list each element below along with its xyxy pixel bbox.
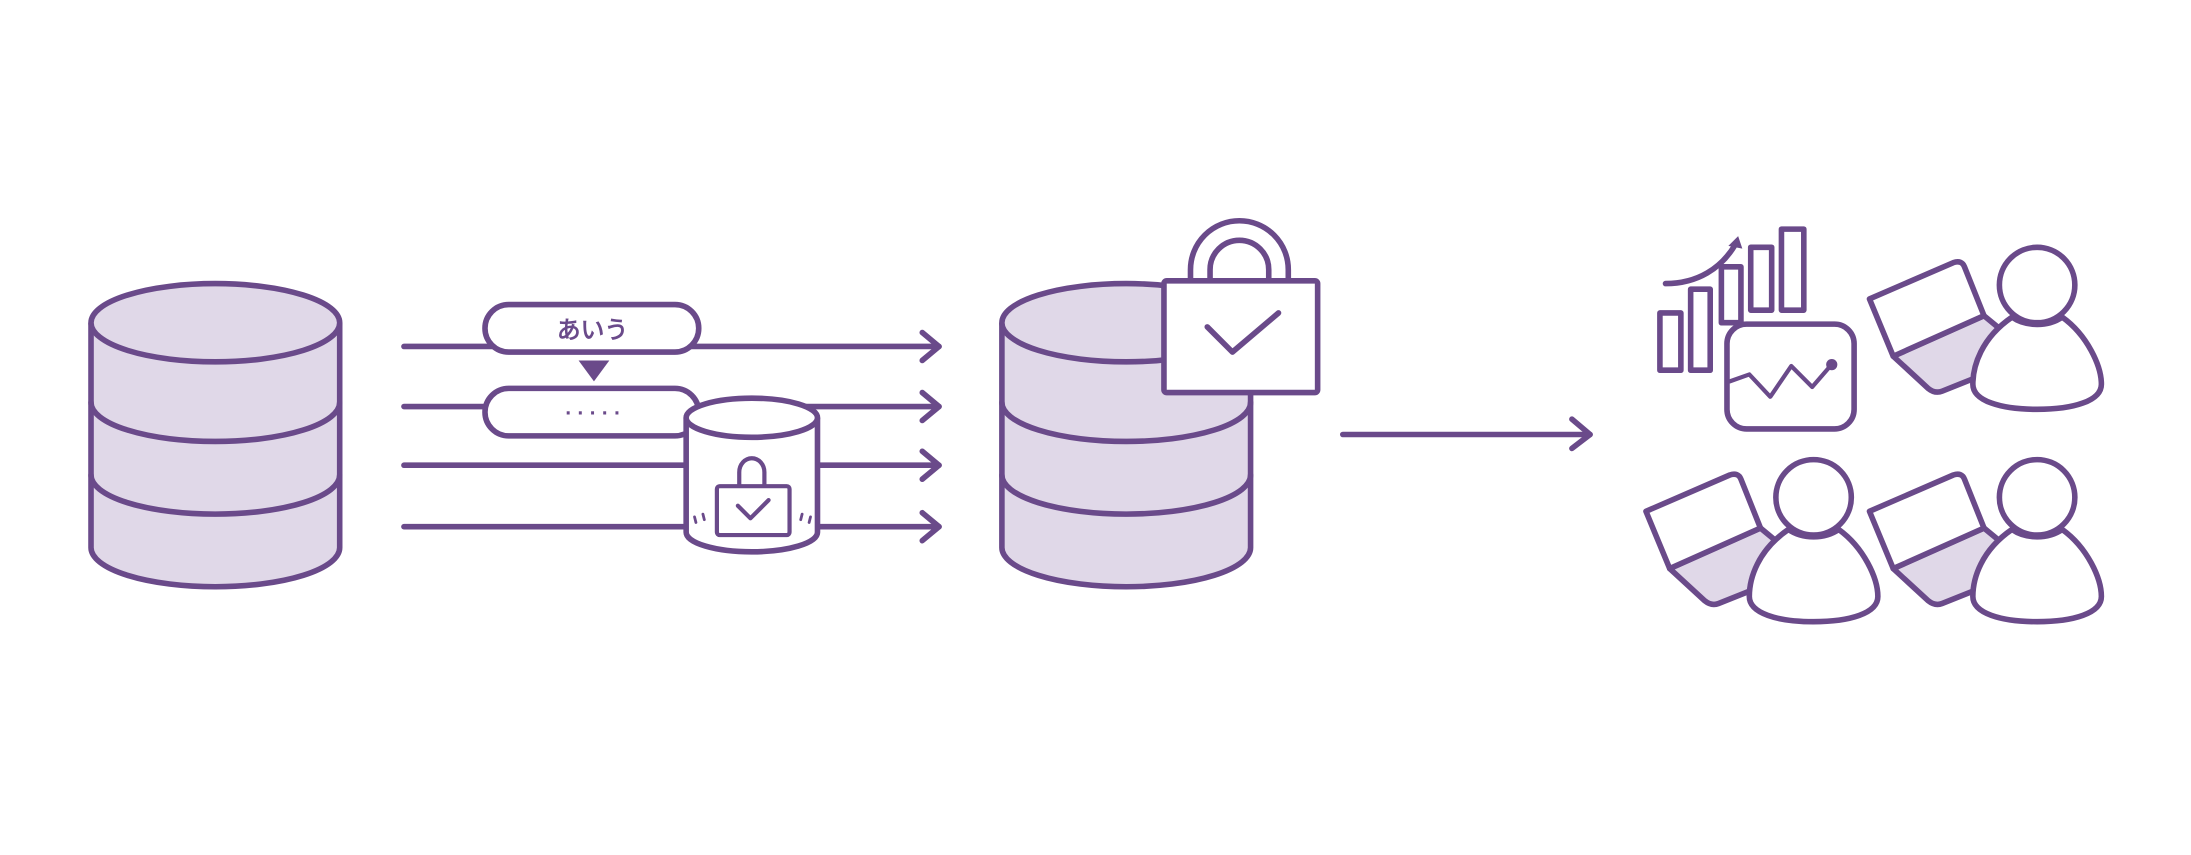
user-laptop-icon xyxy=(1646,460,1878,622)
original-value-label: あいう xyxy=(557,316,628,344)
output-arrow xyxy=(1339,416,1593,452)
lock-check-icon xyxy=(1161,218,1321,396)
down-triangle-icon xyxy=(578,360,610,382)
analytics-icon xyxy=(1657,226,1857,432)
source-database-icon xyxy=(88,280,343,590)
masked-value-label: · · · · · xyxy=(565,403,620,423)
data-masking-icon: あいう · · · · · xyxy=(482,301,702,439)
encryption-cylinder-icon xyxy=(683,395,821,555)
user-laptop-icon xyxy=(1869,460,2101,622)
flow-arrow xyxy=(401,448,942,482)
flow-arrow xyxy=(401,509,942,544)
user-laptop-icon xyxy=(1866,244,2105,413)
